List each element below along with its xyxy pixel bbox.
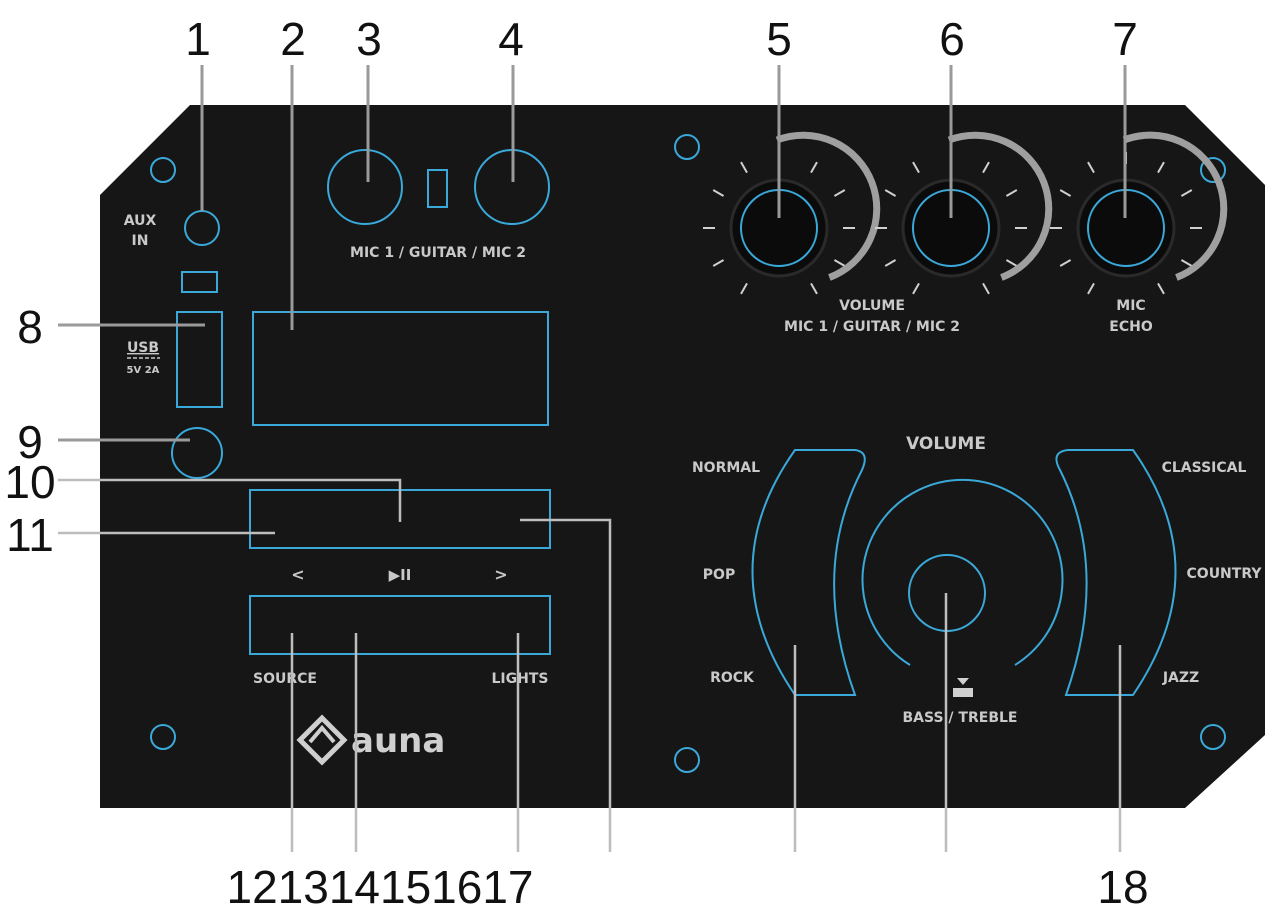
knob-tick: [1157, 282, 1165, 295]
callout-11: 11: [6, 509, 54, 561]
callout-7: 7: [1112, 13, 1138, 65]
screw-holes: [150, 134, 1226, 773]
usb-indicator: [181, 271, 218, 293]
knob-tick: [1180, 259, 1193, 267]
usb-label: USB: [127, 340, 159, 356]
knob-tick: [833, 189, 846, 197]
knob-tick: [1005, 259, 1018, 267]
knob-tick: [712, 259, 725, 267]
eq-jazz-label: JAZZ: [1162, 670, 1199, 686]
volume-knob-label-line1: VOLUME: [839, 298, 905, 314]
callout-lines: [58, 65, 1127, 852]
mic-echo-label-line2: ECHO: [1109, 319, 1153, 335]
knob-tick: [912, 161, 920, 174]
volume-knob-label-line2: MIC 1 / GUITAR / MIC 2: [784, 319, 960, 335]
knob-tick: [1087, 282, 1095, 295]
callout-10: 10: [4, 456, 55, 508]
eq-pop-label: POP: [703, 567, 735, 583]
play-pause-symbol: ▶II: [389, 566, 412, 584]
hold-press-icon: [953, 678, 973, 697]
mic-echo-label-line1: MIC: [1116, 298, 1145, 314]
callout-6: 6: [939, 13, 965, 65]
auna-logo-icon: [296, 714, 348, 766]
callout-2: 2: [280, 13, 306, 65]
brand-wordmark: auna: [351, 721, 445, 761]
knob-tick: [884, 189, 897, 197]
knob-tick: [912, 282, 920, 295]
eq-rock-label: ROCK: [710, 670, 755, 686]
mic-inputs-label: MIC 1 / GUITAR / MIC 2: [350, 245, 526, 261]
callout-numbers: 1 2 3 4 5 6 7 8 9 10 11 121314151617 18: [4, 13, 1148, 912]
display-screen: [252, 311, 549, 426]
panel-body: [100, 105, 1265, 808]
knob-tick: [1087, 161, 1095, 174]
callout-9: 9: [17, 416, 43, 468]
volume-mic-knob[interactable]: [703, 131, 881, 295]
callout-12-17: 121314151617: [227, 861, 534, 912]
knob-tick: [982, 282, 990, 295]
aux-label-line2: IN: [132, 233, 149, 249]
lights-label: LIGHTS: [492, 671, 549, 687]
knob-tick: [740, 282, 748, 295]
aux-label-line1: AUX: [124, 213, 157, 229]
knob-tick: [810, 282, 818, 295]
next-symbol: >: [494, 565, 507, 584]
callout-3: 3: [356, 13, 382, 65]
usb-port[interactable]: [176, 311, 223, 408]
knob-tick: [1157, 161, 1165, 174]
callout-1: 1: [185, 13, 211, 65]
knob-tick: [712, 189, 725, 197]
knob-tick: [1059, 259, 1072, 267]
callout-4: 4: [498, 13, 524, 65]
eq-left-bracket[interactable]: [751, 449, 866, 696]
eq-normal-label: NORMAL: [692, 460, 760, 476]
knob-tick: [1005, 189, 1018, 197]
knob-tick: [833, 259, 846, 267]
knob-tick: [884, 259, 897, 267]
callout-18: 18: [1097, 861, 1148, 912]
knob-tick: [810, 161, 818, 174]
knob-tick: [1180, 189, 1193, 197]
mic-indicator: [427, 169, 448, 208]
knob-tick: [982, 161, 990, 174]
volume-ring[interactable]: [861, 478, 1064, 666]
callout-8: 8: [17, 301, 43, 353]
round-button[interactable]: [171, 427, 223, 479]
function-strip[interactable]: [249, 595, 551, 655]
volume-main-label: VOLUME: [906, 434, 986, 454]
eq-classical-label: CLASSICAL: [1162, 460, 1247, 476]
eq-country-label: COUNTRY: [1187, 566, 1263, 582]
eq-right-bracket[interactable]: [1055, 449, 1177, 696]
prev-symbol: <: [291, 565, 304, 584]
knob-tick: [740, 161, 748, 174]
mic1-jack[interactable]: [327, 149, 403, 225]
knob-tick: [1059, 189, 1072, 197]
usb-spec: 5V 2A: [127, 365, 160, 376]
callout-5: 5: [766, 13, 792, 65]
source-label: SOURCE: [253, 671, 317, 687]
bass-treble-label: BASS / TREBLE: [903, 710, 1018, 726]
